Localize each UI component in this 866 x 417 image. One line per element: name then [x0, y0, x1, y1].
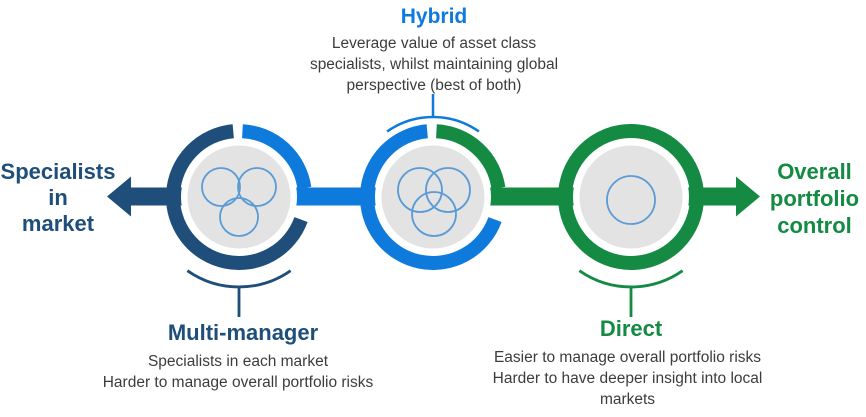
single-circle-icon	[606, 175, 656, 225]
multi-manager-bottom-bracket	[186, 269, 292, 317]
right-arrow-label: Overall portfolio control	[769, 159, 860, 238]
hybrid-top-bracket	[386, 94, 480, 133]
three-overlapping-circles-icon	[397, 167, 471, 237]
left-arrow-head	[107, 176, 131, 217]
multi-manager-core	[187, 145, 291, 249]
right-arrow-head	[736, 176, 760, 217]
direct-ring	[558, 124, 704, 270]
direct-bottom-bracket	[578, 269, 684, 317]
hybrid-title: Hybrid	[400, 5, 468, 28]
multi-manager-ring-blue-segment	[241, 124, 312, 190]
multi-manager-description: Specialists in each market Harder to man…	[102, 353, 374, 391]
multi-manager-title: Multi-manager	[167, 320, 319, 345]
three-separate-circles-icon	[201, 167, 277, 237]
hybrid-ring-green-segment	[435, 124, 506, 190]
left-arrow-label: Specialists in market	[0, 159, 116, 236]
direct-title: Direct	[599, 316, 663, 341]
direct-description: Easier to manage overall portfolio risks…	[492, 349, 763, 408]
hybrid-ring	[360, 124, 502, 270]
hybrid-description: Leverage value of asset class specialist…	[309, 35, 559, 94]
multi-manager-ring	[166, 124, 308, 270]
direct-core	[579, 145, 683, 249]
connector-bar-hybrid-direct	[474, 187, 590, 206]
